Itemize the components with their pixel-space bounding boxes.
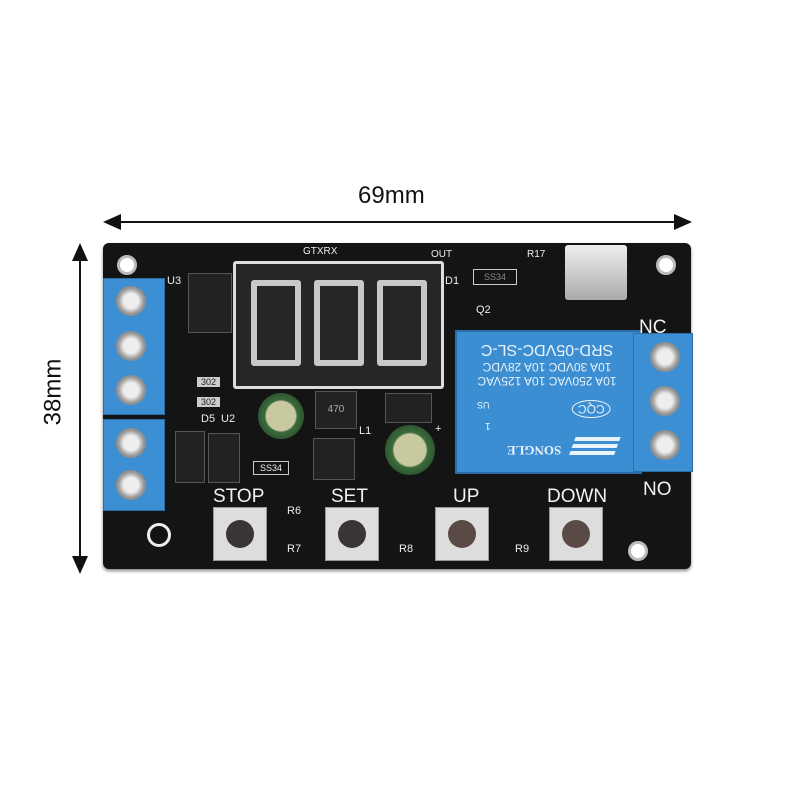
down-button[interactable] <box>549 507 603 561</box>
set-button[interactable] <box>325 507 379 561</box>
diode-ss34: SS34 <box>253 461 290 475</box>
height-arrow <box>79 245 81 570</box>
screw-icon <box>650 430 680 460</box>
input-terminal-block <box>103 278 165 415</box>
button-cap <box>448 520 476 548</box>
label-down: DOWN <box>547 486 608 507</box>
silk-l1: L1 <box>359 425 372 437</box>
width-arrow-left-head <box>103 214 121 230</box>
relay-terminal-block <box>633 333 693 472</box>
silk-d1: D1 <box>445 275 460 287</box>
label-nc: NC <box>639 317 667 338</box>
capacitor <box>385 425 435 475</box>
mounting-hole <box>628 541 648 561</box>
seven-segment-display <box>233 261 444 389</box>
relay-us: US <box>477 400 490 410</box>
label-no: NO <box>643 479 672 500</box>
screw-icon <box>116 428 146 458</box>
button-cap <box>338 520 366 548</box>
silk-u3: U3 <box>167 275 182 287</box>
label-up: UP <box>453 486 480 507</box>
relay-pin: 1 <box>485 420 491 431</box>
diode-ss34: SS34 <box>473 269 518 285</box>
screw-icon <box>650 386 680 416</box>
silk-r6: R6 <box>287 505 302 517</box>
screw-icon <box>116 375 146 405</box>
pcb-board: U3 302 302 D5 U2 SS34 GTXRX OUT R17 D1 S… <box>103 243 693 569</box>
up-button[interactable] <box>435 507 489 561</box>
silk-r17: R17 <box>527 249 546 260</box>
capacitor <box>258 393 304 439</box>
silk-r7: R7 <box>287 543 302 555</box>
silk-txrx: GTXRX <box>303 246 338 257</box>
silk-r9: R9 <box>515 543 530 555</box>
chip-u2 <box>208 433 240 483</box>
display-digit <box>314 280 364 366</box>
diode-d5 <box>175 431 205 483</box>
silk-r8: R8 <box>399 543 414 555</box>
width-arrow-right-head <box>674 214 692 230</box>
diode <box>385 393 432 423</box>
screw-icon <box>116 331 146 361</box>
height-arrow-bottom-head <box>72 556 88 574</box>
label-set: SET <box>331 486 368 507</box>
relay: SRD-05VDC-SL-C 10A 30VDC 10A 28VDC 10A 2… <box>455 330 642 474</box>
silk-out: OUT <box>431 249 453 260</box>
resistor-302: 302 <box>197 377 221 387</box>
stop-button[interactable] <box>213 507 267 561</box>
relay-brand: SONGLE <box>507 443 562 458</box>
silk-u2: U2 <box>221 413 236 425</box>
silk-cap-plus: + <box>435 423 442 435</box>
relay-rating-ac: 10A 250VAC 10A 125VAC <box>477 374 617 388</box>
label-stop: STOP <box>213 486 265 507</box>
inductor: 470 <box>315 391 357 429</box>
height-label: 38mm <box>39 358 67 426</box>
height-arrow-top-head <box>72 243 88 261</box>
logo-icon <box>147 523 171 547</box>
relay-model: SRD-05VDC-SL-C <box>480 341 614 358</box>
display-digit <box>251 280 301 366</box>
relay-cert: CQC <box>572 400 611 418</box>
display-digit <box>377 280 427 366</box>
resistor-302: 302 <box>197 397 221 407</box>
mounting-hole <box>656 255 676 275</box>
optocoupler <box>188 273 232 333</box>
width-arrow <box>105 221 690 223</box>
button-cap <box>562 520 590 548</box>
silk-q2: Q2 <box>476 304 491 316</box>
screw-icon <box>650 342 680 372</box>
screw-icon <box>116 470 146 500</box>
mounting-hole <box>117 255 137 275</box>
relay-rating-dc: 10A 30VDC 10A 28VDC <box>482 360 612 374</box>
songle-logo-icon <box>568 437 621 457</box>
power-terminal-block <box>103 419 165 511</box>
chip-regulator <box>313 438 355 480</box>
screw-icon <box>116 286 146 316</box>
width-label: 69mm <box>358 182 425 209</box>
button-cap <box>226 520 254 548</box>
micro-usb-port[interactable] <box>565 245 627 300</box>
silk-d5: D5 <box>201 413 216 425</box>
